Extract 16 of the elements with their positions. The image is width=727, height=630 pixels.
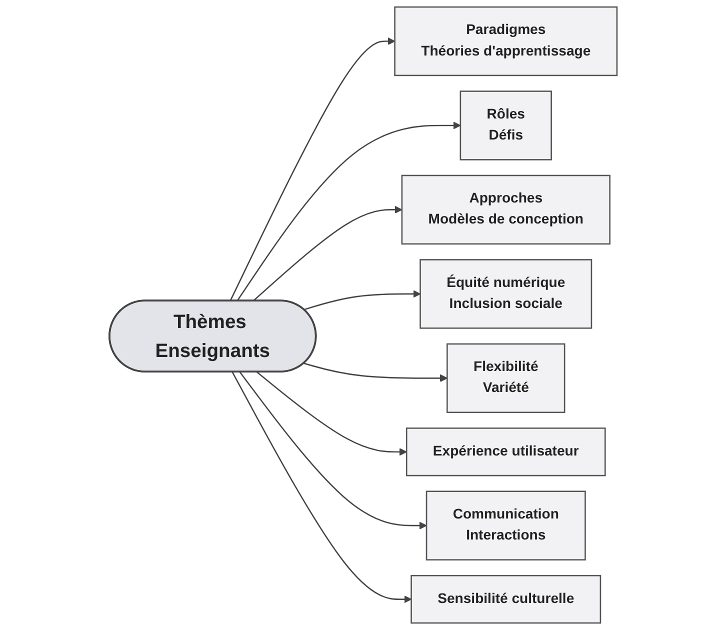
- node-box: Expérience utilisateur: [406, 428, 606, 476]
- arrow: [232, 372, 412, 604]
- node-box: Communication Interactions: [426, 490, 586, 560]
- node-box: Approches Modèles de conception: [402, 174, 611, 245]
- arrow: [304, 362, 448, 382]
- arrow: [236, 122, 462, 302]
- arrow: [253, 206, 403, 302]
- node-box: Équité numérique Inclusion sociale: [420, 259, 592, 329]
- node-box: Paradigmes Théories d'apprentissage: [394, 6, 618, 76]
- arrow: [304, 290, 421, 310]
- node-box: Flexibilité Variété: [446, 343, 566, 414]
- arrow: [256, 372, 408, 456]
- arrow: [230, 37, 396, 302]
- node-box: Rôles Défis: [460, 90, 552, 160]
- arrow: [240, 372, 428, 530]
- node-box: Sensibilité culturelle: [410, 574, 602, 624]
